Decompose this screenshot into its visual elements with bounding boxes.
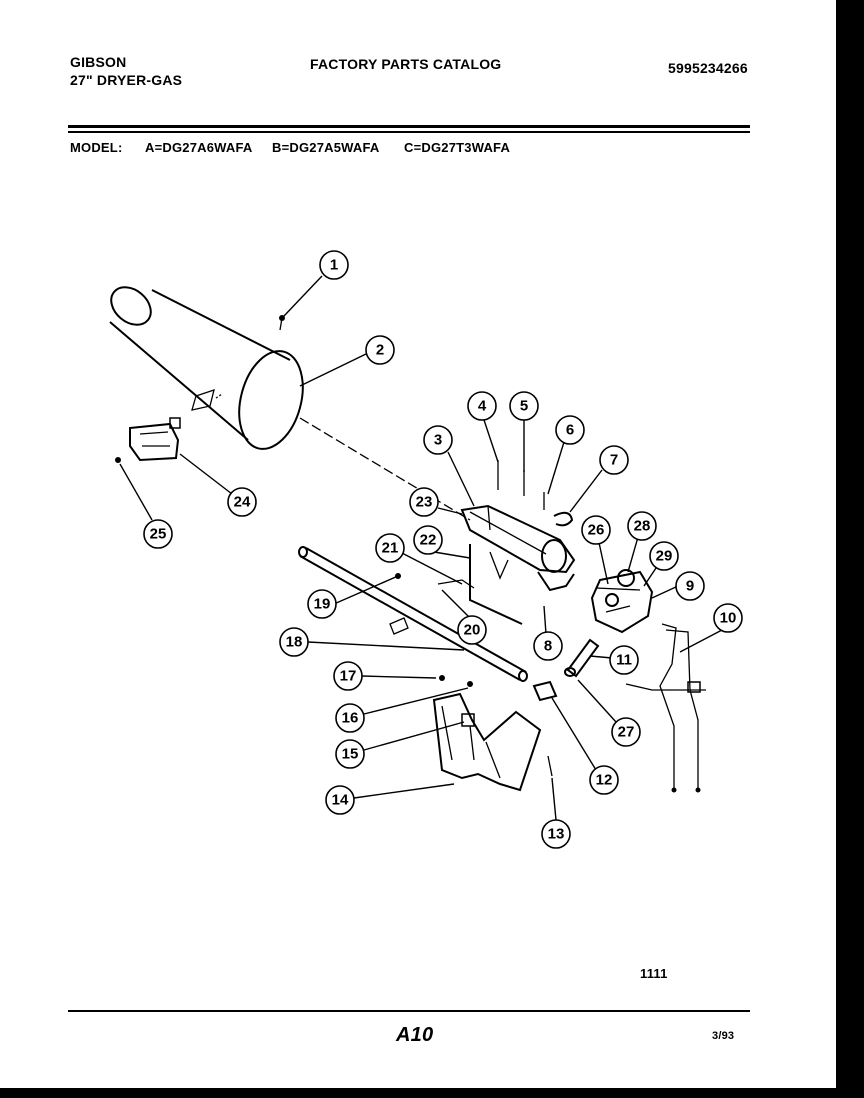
clip-part-7: [553, 511, 574, 527]
callout-4: 4: [467, 391, 497, 421]
svg-text:20: 20: [464, 622, 481, 639]
callout-26: 26: [581, 515, 611, 545]
svg-text:27: 27: [618, 724, 635, 741]
svg-text:24: 24: [234, 494, 251, 511]
callout-5: 5: [509, 391, 539, 421]
catalog-title: FACTORY PARTS CATALOG: [310, 56, 502, 72]
page-code: A10: [396, 1024, 434, 1046]
model-b: B=DG27A5WAFA: [272, 140, 380, 155]
callout-25: 25: [143, 519, 173, 549]
callout-24: 24: [227, 487, 257, 517]
callout-23: 23: [409, 487, 439, 517]
callout-6: 6: [555, 415, 585, 445]
svg-text:8: 8: [544, 638, 552, 655]
burner-assembly: [460, 504, 576, 592]
svg-text:13: 13: [548, 826, 565, 843]
callout-27: 27: [611, 717, 641, 747]
svg-text:5: 5: [520, 398, 528, 415]
header-rule-bottom: [68, 131, 750, 133]
svg-text:25: 25: [150, 526, 167, 543]
header-rule-top: [68, 125, 750, 128]
drawing-number: 1111: [640, 966, 668, 981]
catalog-page: GIBSON 27" DRYER-GAS FACTORY PARTS CATAL…: [0, 0, 836, 1088]
igniter-bracket: [129, 417, 181, 462]
brand-name: GIBSON: [70, 54, 127, 70]
callout-1: 1: [319, 250, 349, 280]
callout-13: 13: [541, 819, 571, 849]
burner-tube: [109, 286, 471, 521]
svg-text:12: 12: [596, 772, 613, 789]
callout-3: 3: [423, 425, 453, 455]
callout-18: 18: [279, 627, 309, 657]
svg-text:15: 15: [342, 746, 359, 763]
callout-10: 10: [713, 603, 743, 633]
callout-21: 21: [375, 533, 405, 563]
svg-text:16: 16: [342, 710, 359, 727]
svg-text:26: 26: [588, 522, 605, 539]
svg-text:23: 23: [416, 494, 433, 511]
svg-text:7: 7: [610, 452, 618, 469]
callout-2: 2: [365, 335, 395, 365]
svg-text:21: 21: [382, 540, 399, 557]
model-c: C=DG27T3WAFA: [404, 140, 511, 155]
callout-28: 28: [627, 511, 657, 541]
callout-11: 11: [609, 645, 639, 675]
callout-9: 9: [675, 571, 705, 601]
svg-text:3: 3: [434, 432, 442, 449]
igniter: [437, 544, 523, 625]
gas-line-tube: [298, 546, 528, 682]
catalog-number: 5995234266: [668, 60, 748, 76]
callout-20: 20: [457, 615, 487, 645]
wire-harness: [625, 623, 706, 793]
callout-29: 29: [649, 541, 679, 571]
orifice-part-11: [564, 638, 600, 678]
model-a: A=DG27A6WAFA: [145, 140, 253, 155]
revision-date: 3/93: [712, 1030, 735, 1042]
svg-text:22: 22: [420, 532, 437, 549]
svg-text:10: 10: [720, 610, 737, 627]
svg-text:17: 17: [340, 668, 357, 685]
callout-8: 8: [533, 631, 563, 661]
screw-part-13: [547, 755, 553, 777]
footer-rule: [68, 1010, 750, 1012]
screws-16-17: [439, 675, 473, 687]
svg-text:18: 18: [286, 634, 303, 651]
svg-text:1: 1: [330, 257, 338, 274]
screws-4-5-6: [497, 460, 545, 510]
callout-17: 17: [333, 661, 363, 691]
callout-14: 14: [325, 785, 355, 815]
svg-text:14: 14: [332, 792, 349, 809]
callout-16: 16: [335, 703, 365, 733]
svg-text:9: 9: [686, 578, 694, 595]
screw-part-1: [279, 315, 285, 331]
burner-bracket: [432, 692, 542, 792]
callout-19: 19: [307, 589, 337, 619]
callout-12: 12: [589, 765, 619, 795]
svg-text:11: 11: [616, 652, 632, 669]
product-name: 27" DRYER-GAS: [70, 72, 183, 88]
gas-valve: [590, 569, 654, 634]
svg-text:29: 29: [656, 548, 673, 565]
callout-15: 15: [335, 739, 365, 769]
callout-7: 7: [599, 445, 629, 475]
fitting-part-12: [532, 680, 558, 702]
svg-text:4: 4: [478, 398, 487, 415]
svg-text:6: 6: [566, 422, 574, 439]
svg-text:2: 2: [376, 342, 384, 359]
callouts: 1 2 3 4 5 6 7 8 9 10 11 12 13 14 15 16 1…: [143, 250, 743, 849]
model-label: MODEL:: [70, 140, 123, 155]
svg-text:28: 28: [634, 518, 651, 535]
callout-22: 22: [413, 525, 443, 555]
screw-part-25: [115, 457, 121, 463]
exploded-parts-diagram: 1 2 3 4 5 6 7 8 9 10 11 12 13 14 15 16 1…: [109, 250, 743, 849]
svg-text:19: 19: [314, 596, 331, 613]
